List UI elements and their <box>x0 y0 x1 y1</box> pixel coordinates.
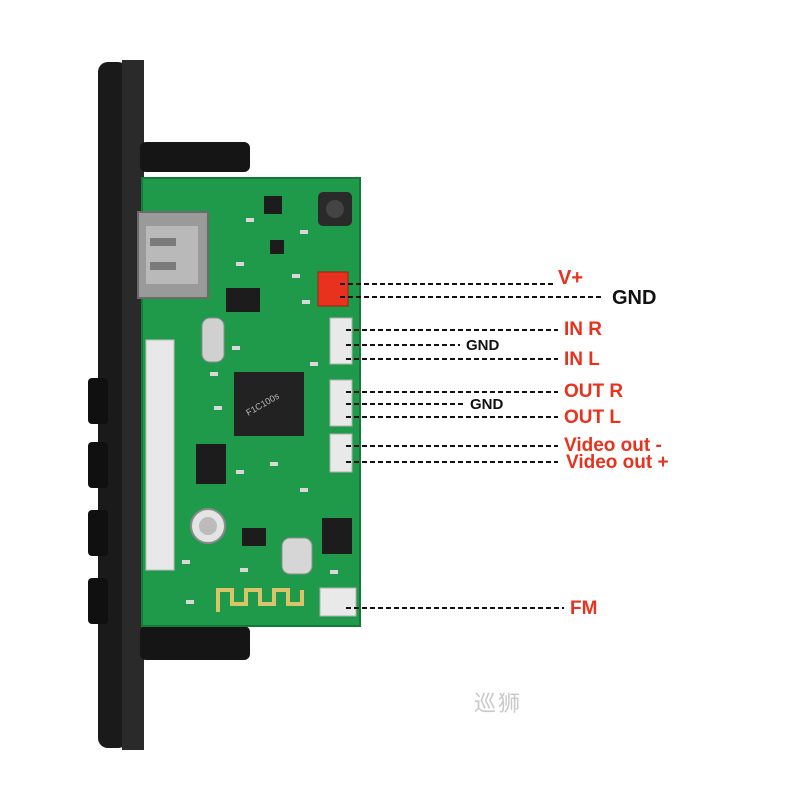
label-gnd-out: GND <box>470 396 504 413</box>
ic <box>196 444 226 484</box>
bt-antenna <box>216 588 304 612</box>
label-in-r: IN R <box>564 319 602 340</box>
ic <box>226 288 260 312</box>
main-chip: F1C100s <box>234 372 304 436</box>
sd-card-slot <box>145 339 175 571</box>
top-mount <box>140 142 250 172</box>
panel-button <box>88 510 108 556</box>
front-panel <box>98 62 128 748</box>
fm-connector <box>319 587 357 617</box>
panel-button <box>88 378 108 424</box>
label-gnd-in: GND <box>466 337 500 354</box>
power-connector <box>317 271 349 307</box>
label-v-plus: V+ <box>558 267 584 289</box>
smd-parts <box>182 218 338 604</box>
ic <box>242 528 266 546</box>
label-in-l: IN L <box>564 349 600 370</box>
crystal <box>201 317 225 363</box>
panel-button <box>88 578 108 624</box>
label-video-out-plus: Video out + <box>566 452 669 473</box>
video-out-connector <box>329 433 353 473</box>
label-fm: FM <box>570 598 598 619</box>
pcb-board-shade <box>141 177 361 627</box>
label-video-out-minus: Video out - <box>564 435 662 456</box>
leader-lines <box>340 283 604 609</box>
ic <box>264 196 282 214</box>
bottom-mount <box>140 626 250 660</box>
label-out-r: OUT R <box>564 381 624 402</box>
ic <box>322 518 352 554</box>
ic <box>270 240 284 254</box>
audio-in-connector <box>329 317 353 365</box>
panel-button <box>88 442 108 488</box>
label-gnd-power: GND <box>612 287 657 309</box>
watermark: 巡狮 <box>474 692 523 717</box>
label-out-l: OUT L <box>564 407 621 428</box>
crystal-small <box>281 537 313 575</box>
